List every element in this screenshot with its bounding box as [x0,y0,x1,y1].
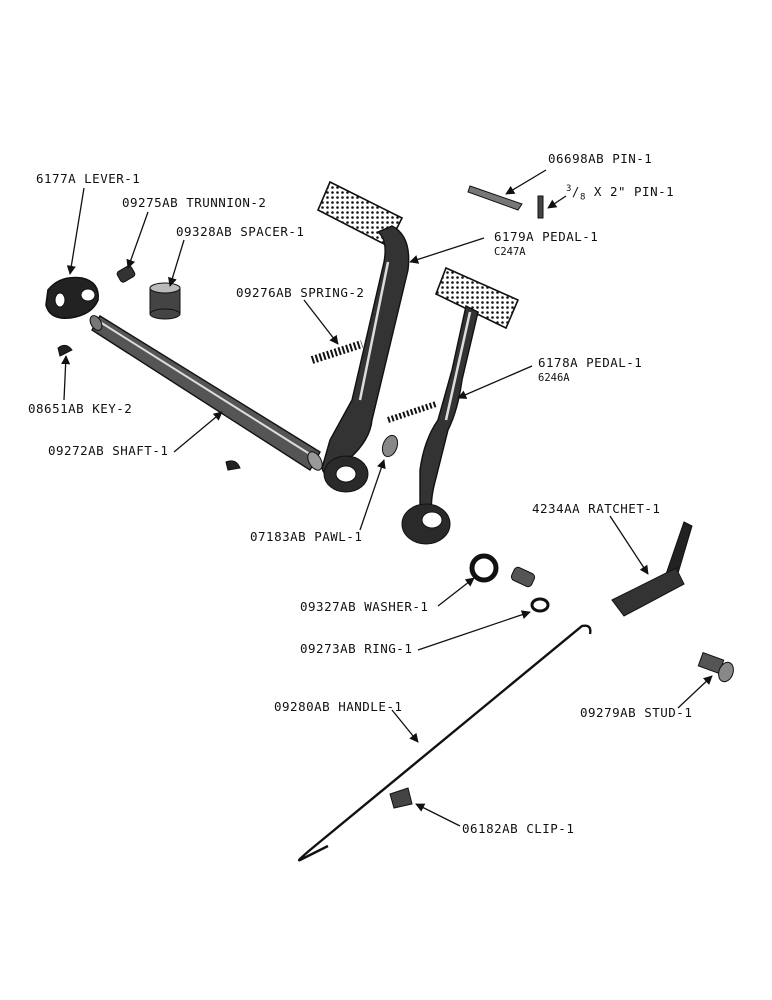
label-spacer: 09328AB SPACER-1 [176,224,305,239]
stud-part [697,652,734,683]
label-clip: 06182AB CLIP-1 [462,821,575,836]
label-small-pin-rest: X 2" PIN-1 [593,184,675,200]
spring-part-upper [310,340,364,364]
label-trunnion: 09275AB TRUNNION-2 [122,195,267,210]
label-pin: 06698AB PIN-1 [548,151,653,166]
clip-part [389,787,413,809]
trunnion-part [116,265,136,283]
label-ratchet: 4234AA RATCHET-1 [532,501,661,516]
shaft-part [89,315,323,471]
label-lever: 6177A LEVER-1 [36,171,141,186]
handle-part [297,624,592,862]
small-trunnion-part [510,566,536,588]
pin-part [467,185,523,211]
lever-part [45,276,99,320]
leader-lines [61,169,713,827]
label-ring: 09273AB RING-1 [300,641,413,656]
key-part-2 [225,460,241,471]
label-stud: 09279AB STUD-1 [580,705,693,720]
label-key: 08651AB KEY-2 [28,401,133,416]
label-handle: 09280AB HANDLE-1 [274,699,403,714]
label-shaft: 09272AB SHAFT-1 [48,443,169,458]
label-pedal-left: 6179A PEDAL-1 [494,229,599,244]
label-small-pin-numerator: 3 [566,184,572,194]
washer-part [469,553,499,583]
label-pawl: 07183AB PAWL-1 [250,529,363,544]
ring-part [530,597,550,613]
small-pin-part [537,195,544,219]
label-pedal-right: 6178A PEDAL-1 [538,355,643,370]
label-pedal-right-code: 6246A [538,372,570,384]
pedal-right-part [401,266,520,545]
label-small-pin-denominator: 8 [579,192,586,203]
label-pedal-left-code: C247A [494,246,526,258]
label-small-pin: 3/8 X 2" PIN-1 [566,184,675,203]
ratchet-part [611,521,693,617]
spring-part-lower [387,401,437,423]
pedal-left-part [316,180,410,493]
label-washer: 09327AB WASHER-1 [300,599,429,614]
key-part-1 [57,344,73,357]
spacer-part [149,282,181,320]
pawl-part [381,434,399,458]
label-spring: 09276AB SPRING-2 [236,285,365,300]
